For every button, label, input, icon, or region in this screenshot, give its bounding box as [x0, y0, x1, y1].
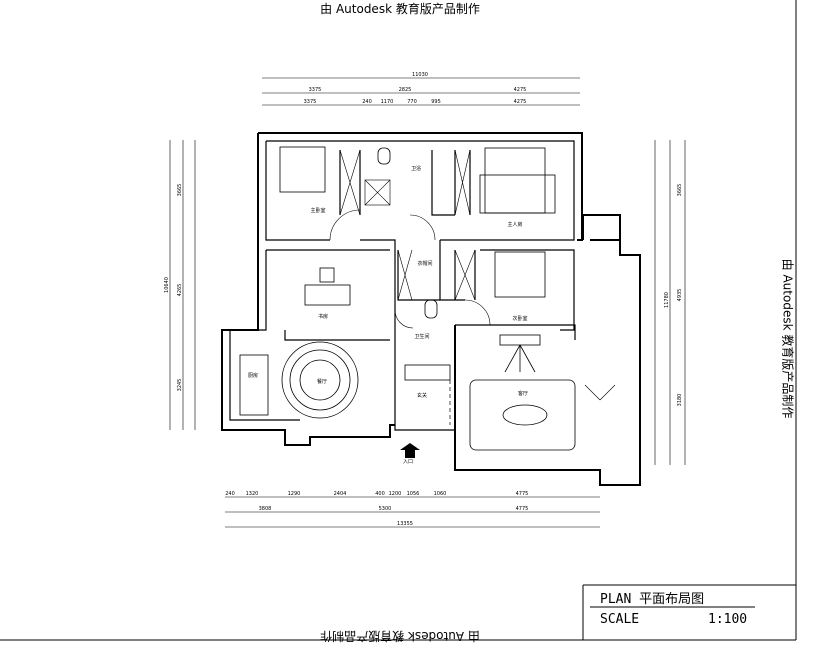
dim-label: 5300 — [379, 506, 392, 512]
dim-label: 400 — [375, 491, 385, 497]
dim-label: 3375 — [304, 99, 317, 105]
door-swings — [329, 209, 616, 401]
dim-label: 1056 — [407, 491, 420, 497]
furniture — [239, 146, 576, 451]
dim-label: 1200 — [389, 491, 402, 497]
dim-label: 2825 — [399, 87, 412, 93]
room-second-bedroom: 次卧室 — [512, 315, 527, 322]
room-bathroom-top: 卫浴 — [411, 165, 421, 172]
sofa-set — [469, 379, 576, 451]
room-dining: 餐厅 — [317, 378, 327, 385]
study-desk — [304, 284, 351, 306]
dim-label: 13355 — [397, 521, 413, 527]
room-entrance: 入口 — [403, 459, 413, 465]
second-bed — [494, 251, 546, 298]
master-bed — [279, 146, 326, 193]
dimension-lines — [169, 77, 686, 528]
plan-title: PLAN 平面布局图 — [600, 592, 705, 607]
dim-label: 1170 — [381, 99, 394, 105]
room-master-bedroom: 主卧室 — [310, 207, 325, 214]
room-study: 书房 — [318, 313, 328, 320]
dim-label: 240 — [362, 99, 372, 105]
dim-label: 1320 — [246, 491, 259, 497]
room-kitchen: 厨房 — [248, 372, 258, 379]
kitchen-counter — [239, 354, 269, 416]
dim-label: 2404 — [334, 491, 347, 497]
dim-label: 995 — [431, 99, 441, 105]
dim-label: 4275 — [514, 99, 527, 105]
dim-label: 4775 — [516, 506, 529, 512]
room-foyer: 玄关 — [417, 392, 427, 399]
room-living: 客厅 — [518, 390, 528, 397]
dim-label: 10640 — [164, 277, 170, 293]
dim-label: 3180 — [677, 394, 683, 407]
scale-value: 1:100 — [708, 612, 748, 627]
toilet — [424, 299, 438, 319]
room-guest: 主人房 — [507, 221, 522, 228]
dim-label: 4265 — [177, 284, 183, 297]
interior-walls — [229, 140, 576, 431]
dim-label: 11780 — [664, 292, 670, 308]
scale-label: SCALE — [600, 612, 640, 627]
dim-top-total: 11030 — [412, 72, 428, 78]
guest-bed — [484, 147, 546, 214]
dim-label: 3665 — [177, 184, 183, 197]
dim-label: 770 — [407, 99, 417, 105]
watermark-top: 由 Autodesk 教育版产品制作 — [320, 2, 480, 16]
dim-label: 1290 — [288, 491, 301, 497]
open-partitions — [285, 339, 451, 425]
dim-label: 3245 — [177, 379, 183, 392]
room-bathroom-mid: 卫生间 — [414, 333, 429, 340]
dim-label: 4275 — [514, 87, 527, 93]
dining-table — [281, 341, 359, 419]
dim-label: 3375 — [309, 87, 322, 93]
dim-label: 1060 — [434, 491, 447, 497]
dim-label: 4775 — [516, 491, 529, 497]
dim-label: 3808 — [259, 506, 272, 512]
dim-label: 240 — [225, 491, 235, 497]
dim-label: 3665 — [677, 184, 683, 197]
entrance-arrow-icon — [400, 443, 420, 458]
coffee-table — [502, 404, 548, 426]
wardrobe-marks — [339, 149, 476, 301]
dim-label: 4935 — [677, 289, 683, 302]
exterior-walls — [221, 132, 641, 486]
room-cloakroom: 衣帽间 — [417, 260, 432, 267]
